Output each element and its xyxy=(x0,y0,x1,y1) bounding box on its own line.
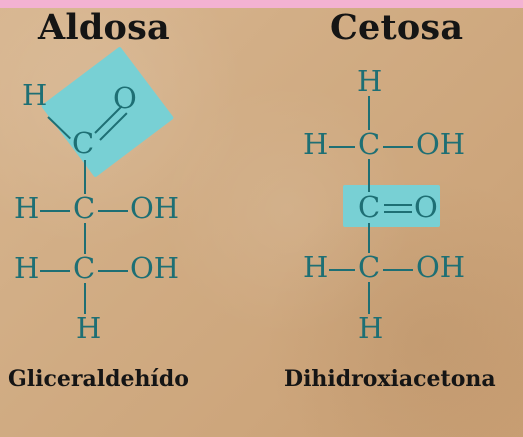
title-cetosa: Cetosa xyxy=(330,7,464,48)
atom-oh-1-left: OH xyxy=(130,191,180,225)
bond-top-h-c1-right xyxy=(368,96,370,130)
bond-h-c1-right xyxy=(329,146,355,148)
atom-c1-left: C xyxy=(72,126,95,160)
atom-h-top-right: H xyxy=(357,64,383,98)
bond-c1-c2-right xyxy=(368,159,370,192)
atom-oh-1-right: OH xyxy=(416,127,466,161)
atom-h-left-1: H xyxy=(14,191,40,225)
carbonyl-highlight-right xyxy=(343,185,440,227)
atom-c3-right: C xyxy=(358,250,381,284)
bond-c2-c3-right xyxy=(368,223,370,253)
bond-h-c2-left xyxy=(40,210,70,212)
atom-o-top-left: O xyxy=(113,81,137,115)
atom-c2-left: C xyxy=(73,191,96,225)
bond-c1-oh-right xyxy=(383,146,413,148)
atom-c2-right: C xyxy=(358,190,381,224)
atom-h-top-left: H xyxy=(22,78,48,112)
bond-c2-c3-left xyxy=(84,223,86,254)
bond-h-c3-right xyxy=(329,269,355,271)
atom-h-left-2-right: H xyxy=(303,250,329,284)
atom-c3-left: C xyxy=(73,251,96,285)
atom-c1-right: C xyxy=(358,127,381,161)
atom-o-right: O xyxy=(414,190,438,224)
bond-c2-o-right-a xyxy=(384,204,412,206)
atom-h-bottom-left: H xyxy=(76,311,102,345)
bond-c1-c2-left xyxy=(84,160,86,194)
bond-c2-o-right-b xyxy=(384,211,412,213)
caption-gliceraldehido: Gliceraldehído xyxy=(8,366,189,392)
atom-oh-2-right: OH xyxy=(416,250,466,284)
atom-h-left-1-right: H xyxy=(303,127,329,161)
bond-c3-oh-right xyxy=(383,269,413,271)
bond-c2-oh-left xyxy=(98,210,128,212)
bond-c3-h-bottom-right xyxy=(368,282,370,314)
title-aldosa: Aldosa xyxy=(38,7,170,48)
bond-c3-h-bottom-left xyxy=(84,283,86,314)
atom-oh-2-left: OH xyxy=(130,251,180,285)
bond-h-c3-left xyxy=(40,270,70,272)
carbonyl-highlight-left xyxy=(40,46,175,178)
caption-dihidroxiacetona: Dihidroxiacetona xyxy=(284,366,496,392)
header-band xyxy=(0,0,523,8)
atom-h-bottom-right: H xyxy=(358,311,384,345)
atom-h-left-2: H xyxy=(14,251,40,285)
bond-c3-oh-left xyxy=(98,270,128,272)
